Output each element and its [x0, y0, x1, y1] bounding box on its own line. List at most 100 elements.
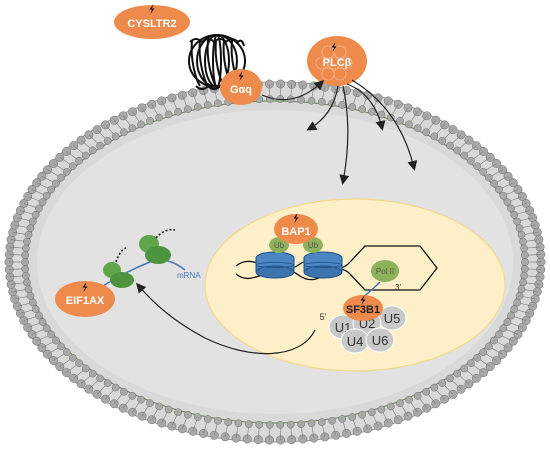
- lipid-head: [277, 421, 284, 428]
- lipid-head: [47, 331, 54, 338]
- lipid-head: [47, 186, 54, 193]
- lipid-head: [96, 142, 103, 149]
- gaq-label: Gαq: [230, 84, 252, 96]
- cysltr2-protein: CYSLTR2: [114, 4, 190, 39]
- lipid-head: [521, 258, 528, 265]
- lipid-head: [318, 419, 325, 426]
- lipid-head: [27, 292, 34, 299]
- lipid-head: [96, 375, 103, 382]
- lipid-head: [82, 152, 89, 159]
- lipid-head: [214, 417, 221, 424]
- lipid-head: [35, 205, 42, 212]
- histone-2: [304, 252, 342, 278]
- lipid-head: [298, 421, 305, 428]
- lipid-head: [32, 211, 39, 218]
- lipid-head: [359, 106, 366, 113]
- lipid-head: [23, 238, 30, 245]
- lipid-head: [485, 174, 492, 181]
- lipid-head: [500, 192, 507, 199]
- lipid-head: [165, 111, 172, 118]
- lipid-head: [104, 380, 111, 387]
- lipid-head: [516, 292, 523, 299]
- lipid-head: [120, 129, 127, 136]
- lipid-head: [474, 354, 481, 361]
- lipid-head: [32, 306, 39, 313]
- lipid-head: [495, 331, 502, 338]
- lipid-head: [368, 409, 375, 416]
- lipid-head: [446, 375, 453, 382]
- u5-label: U5: [384, 311, 401, 326]
- snrnp-u4: U4: [341, 329, 369, 353]
- lipid-head: [490, 180, 497, 187]
- lipid-head: [58, 343, 65, 350]
- lipid-head: [204, 415, 211, 422]
- lipid-head: [22, 265, 29, 272]
- pol2-label: Pol II: [376, 267, 394, 276]
- lipid-head: [89, 370, 96, 377]
- lipid-head: [52, 337, 59, 344]
- lipid-head: [507, 205, 514, 212]
- lipid-head: [63, 349, 70, 356]
- lipid-head: [43, 192, 50, 199]
- lipid-head: [112, 133, 119, 140]
- lipid-head: [514, 218, 521, 225]
- lipid-head: [75, 360, 82, 367]
- lipid-head: [129, 125, 136, 132]
- lipid-head: [214, 100, 221, 107]
- lipid-head: [504, 318, 511, 325]
- lipid-head: [89, 147, 96, 154]
- lipid-head: [439, 380, 446, 387]
- lipid-head: [405, 121, 412, 128]
- lipid-head: [184, 411, 191, 418]
- lipid-head: [25, 286, 32, 293]
- lipid-head: [23, 279, 30, 286]
- lipid-head: [423, 129, 430, 136]
- eif1ax-label: EIF1AX: [66, 295, 105, 307]
- pol2-complex: Pol II: [371, 260, 399, 282]
- lipid-head: [63, 168, 70, 175]
- lipid-head: [521, 245, 528, 252]
- lipid-head: [22, 252, 29, 259]
- lipid-head: [359, 411, 366, 418]
- lipid-head: [146, 117, 153, 124]
- lipid-head: [405, 396, 412, 403]
- lipid-head: [339, 415, 346, 422]
- lipid-head: [507, 312, 514, 319]
- u4-label: U4: [347, 334, 364, 349]
- lipid-head: [39, 318, 46, 325]
- lipid-head: [52, 180, 59, 187]
- lipid-head: [146, 400, 153, 407]
- lipid-head: [349, 103, 356, 110]
- lipid-head: [43, 325, 50, 332]
- ub-label-2: Ub: [308, 241, 319, 250]
- lipid-head: [518, 286, 525, 293]
- lipid-head: [423, 388, 430, 395]
- lipid-head: [467, 360, 474, 367]
- lipid-head: [27, 225, 34, 232]
- lipid-head: [120, 388, 127, 395]
- lipid-head: [287, 421, 294, 428]
- lipid-head: [368, 108, 375, 115]
- lipid-head: [69, 163, 76, 170]
- gaq-protein: Gαq: [220, 69, 262, 105]
- lipid-head: [39, 198, 46, 205]
- lipid-head: [480, 168, 487, 175]
- lipid-head: [396, 117, 403, 124]
- mrna-label: mRNA: [177, 271, 201, 280]
- lipid-head: [75, 157, 82, 164]
- lipid-head: [29, 299, 36, 306]
- plcb-label: PLCβ: [323, 57, 352, 69]
- lipid-head: [104, 137, 111, 144]
- lipid-head: [184, 106, 191, 113]
- lipid-head: [461, 365, 468, 372]
- lipid-head: [175, 108, 182, 115]
- lipid-head: [378, 406, 385, 413]
- lipid-head: [129, 392, 136, 399]
- lipid-head: [137, 121, 144, 128]
- bap1-label: BAP1: [281, 226, 310, 238]
- lipid-head: [194, 413, 201, 420]
- lipid-head: [21, 258, 28, 265]
- lipid-head: [454, 370, 461, 377]
